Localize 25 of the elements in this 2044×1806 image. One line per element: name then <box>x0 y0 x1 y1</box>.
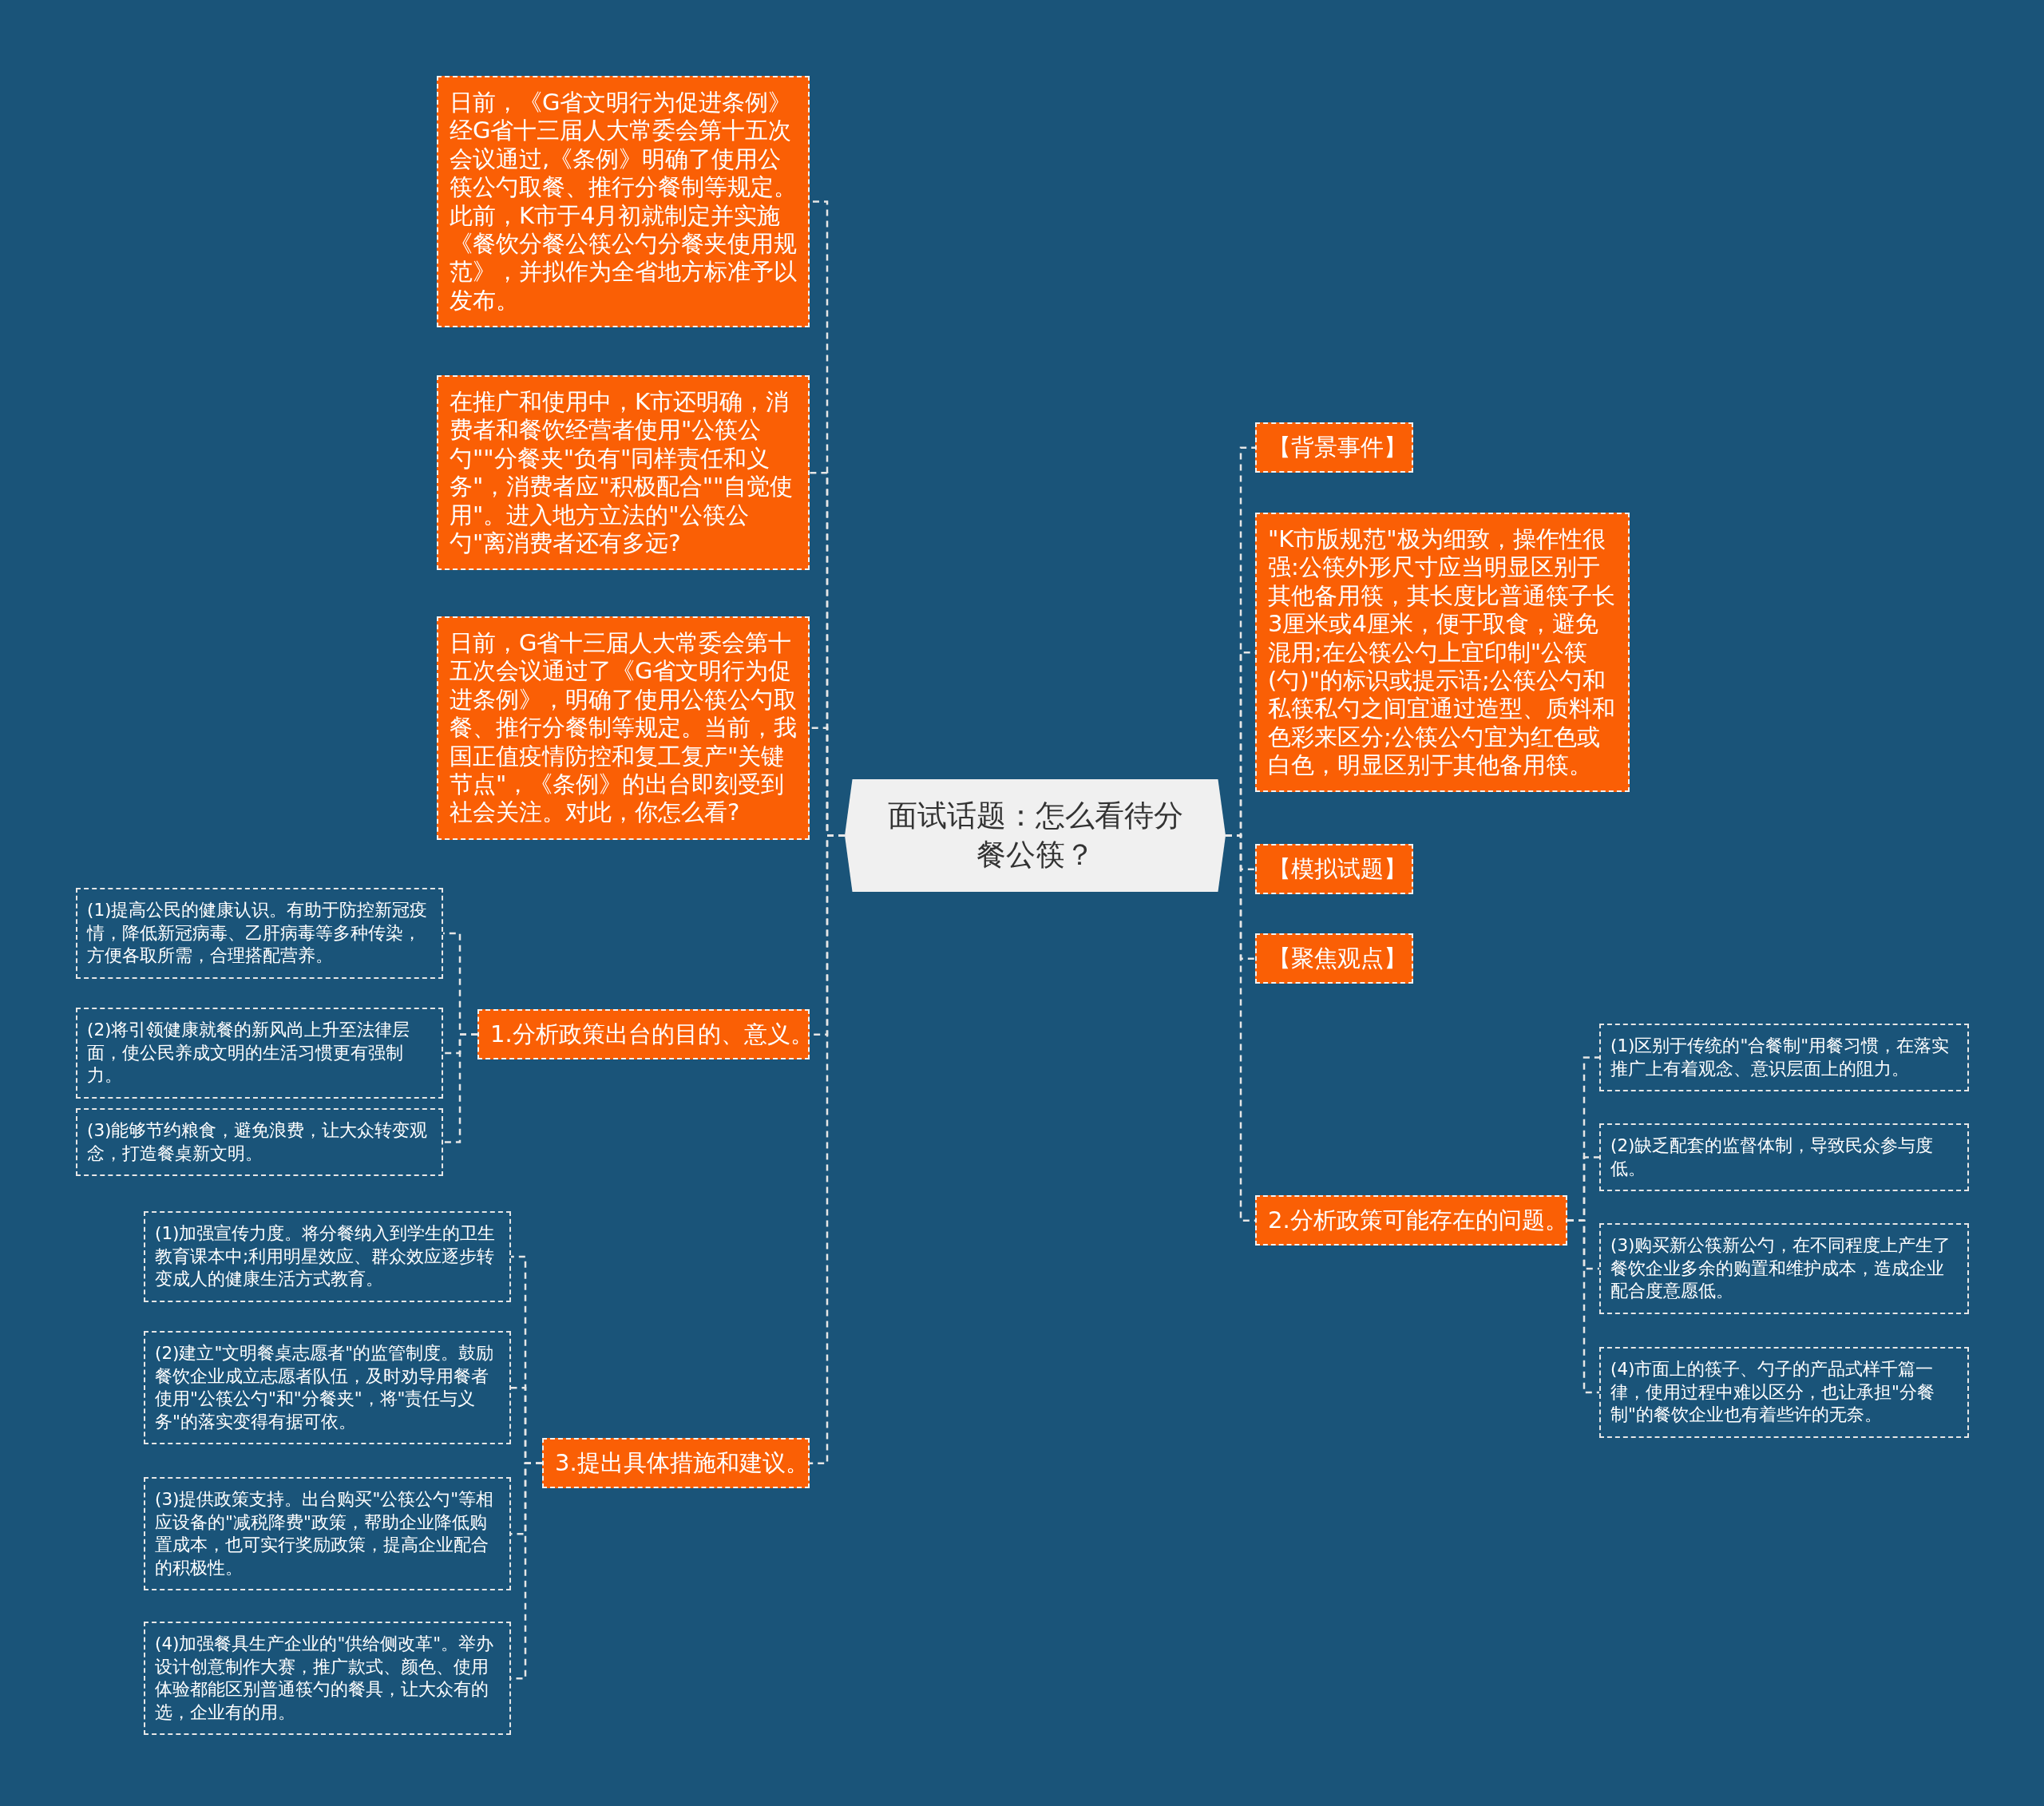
note-box: (1)提高公民的健康认识。有助于防控新冠疫情，降低新冠病毒、乙肝病毒等多种传染，方便各取所需，合理搭配营养。 <box>76 888 443 979</box>
topic-box: 【背景事件】 <box>1255 422 1413 473</box>
note-box: (2)将引领健康就餐的新风尚上升至法律层面，使公民养成文明的生活习惯更有强制力。 <box>76 1008 443 1099</box>
note-box: (2)缺乏配套的监督体制，导致民众参与度低。 <box>1599 1123 1969 1192</box>
note-box: (2)建立"文明餐桌志愿者"的监管制度。鼓励餐饮企业成立志愿者队伍，及时劝导用餐者使用"公筷公勺"和"分餐夹"，将"责任与义务"的落实变得有据可依。 <box>144 1331 511 1445</box>
connector-line <box>1567 1219 1599 1394</box>
connector-line <box>511 1462 542 1680</box>
note-box: (4)市面上的筷子、勺子的产品式样千篇一律，使用过程中难以区分，也让承担"分餐制"的餐饮企业也有着些许的无奈。 <box>1599 1347 1969 1438</box>
central-topic: 面试话题：怎么看待分餐公筷？ <box>845 779 1226 892</box>
note-box: (1)加强宣传力度。将分餐纳入到学生的卫生教育课本中;利用明星效应、群众效应逐步转变成人的健康生活方式教育。 <box>144 1211 511 1302</box>
connector-line <box>443 1033 477 1143</box>
topic-box: 在推广和使用中，K市还明确，消费者和餐饮经营者使用"公筷公勺""分餐夹"负有"同样责任和义务"，消费者应"积极配合""自觉使用"。进入地方立法的"公筷公勺"离消费者还有多远? <box>437 375 810 571</box>
note-box: (3)提供政策支持。出台购买"公筷公勺"等相应设备的"减税降费"政策，帮助企业降低购置成本，也可实行奖励政策，提高企业配合的积极性。 <box>144 1477 511 1591</box>
topic-box: 日前，《G省文明行为促进条例》经G省十三届人大常委会第十五次会议通过,《条例》明确了使用公筷公勺取餐、推行分餐制等规定。此前，K市于4月初就制定并实施《餐饮分餐公筷公勺分餐夹使用规范》，并拟作为全省地方标准予以发布。 <box>437 76 810 327</box>
note-box: (3)购买新公筷新公勺，在不同程度上产生了餐饮企业多余的购置和维护成本，造成企业配合度意愿低。 <box>1599 1223 1969 1314</box>
note-box: (4)加强餐具生产企业的"供给侧改革"。举办设计创意制作大赛，推广款式、颜色、使用体验都能区别普通筷勺的餐具，让大众有的选，企业有的用。 <box>144 1622 511 1736</box>
topic-box: 【聚焦观点】 <box>1255 933 1413 984</box>
topic-box: "K市版规范"极为细致，操作性很强:公筷外形尺寸应当明显区别于其他备用筷，其长度比普通筷子长3厘米或4厘米，便于取食，避免混用;在公筷公勺上宜印制"公筷(勺)"的标识或提示语;公筷公勺和私筷私勺之间宜通过造型、质料和色彩来区分;公筷公勺宜为红色或白色，明显区别于其他备用筷。 <box>1255 513 1630 793</box>
topic-box: 【模拟试题】 <box>1255 844 1413 895</box>
topic-box: 3.提出具体措施和建议。 <box>542 1438 810 1489</box>
topic-box: 2.分析政策可能存在的问题。 <box>1255 1195 1567 1246</box>
topic-box: 日前，G省十三届人大常委会第十五次会议通过了《G省文明行为促进条例》，明确了使用公筷公勺取餐、推行分餐制等规定。当前，我国正值疫情防控和复工复产"关键节点"，《条例》的出台即刻受到社会关注。对此，你怎么看? <box>437 616 810 840</box>
note-box: (1)区别于传统的"合餐制"用餐习惯，在落实推广上有着观念、意识层面上的阻力。 <box>1599 1024 1969 1092</box>
topic-box: 1.分析政策出台的目的、意义。 <box>477 1009 810 1060</box>
note-box: (3)能够节约粮食，避免浪费，让大众转变观念，打造餐桌新文明。 <box>76 1108 443 1177</box>
